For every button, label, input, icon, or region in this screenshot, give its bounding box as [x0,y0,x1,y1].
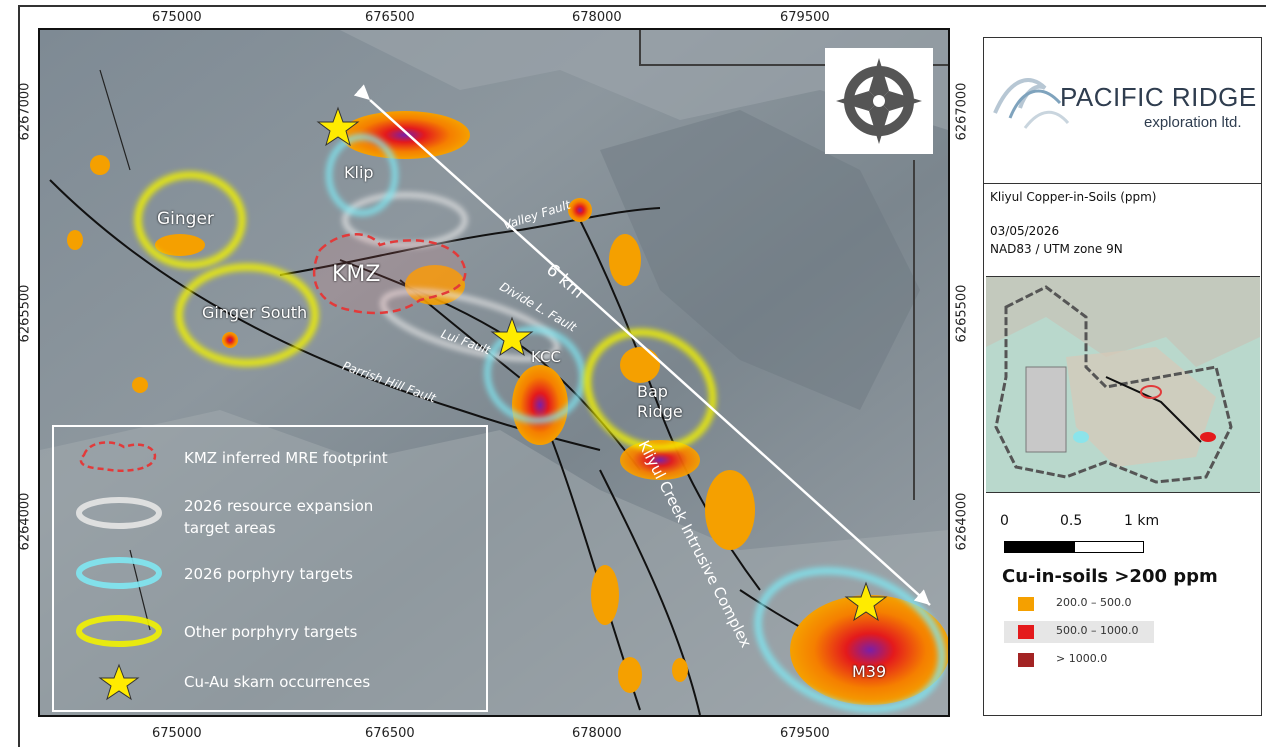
north-arrow-s [869,101,889,144]
legend-kmz-symbol [79,441,157,472]
legend-porphyry-2026-symbol [76,557,162,589]
legend-porphyry-2026: 2026 porphyry targets [54,551,486,599]
label-ginger-south: Ginger South [202,303,308,322]
scale-label-0: 0 [1000,513,1009,529]
legend-skarn: Cu-Au skarn occurrences [54,659,486,707]
anomaly-kliyul-3 [618,657,642,693]
map-date: 03/05/2026 [990,224,1060,238]
class-row-3: > 1000.0 [1004,649,1154,671]
y-coord-right-2: 6265500 [954,284,970,343]
skarn-star-m39 [844,581,888,622]
logo-title: Pacific Ridge [1060,82,1257,112]
other-target-ginger [134,171,246,269]
other-target-ginger-south [175,263,319,367]
class-label-3: > 1000.0 [1056,652,1108,665]
label-ridge: Ridge [637,402,683,421]
skarn-star-kcc [490,316,534,357]
minor-fault-1 [99,69,131,171]
inset-map[interactable] [986,276,1260,493]
x-coord-bottom-3: 678000 [572,726,622,741]
legend-resource-label-1: 2026 resource expansion [184,497,374,515]
class-row-1: 200.0 – 500.0 [1004,593,1154,615]
north-arrow-center [873,95,885,107]
x-coord-top-3: 678000 [572,10,622,25]
y-coord-left-3: 6264000 [17,492,33,551]
label-kcc: KCC [531,348,561,366]
y-coord-left-1: 6267000 [17,82,33,141]
map-info: Kliyul Copper-in-Soils (ppm) 03/05/2026 … [984,184,1261,274]
class-swatch-3 [1018,653,1034,667]
scale-label-05: 0.5 [1060,513,1083,529]
label-kmz: KMZ [332,262,381,287]
north-arrow-n [869,58,889,101]
legend-resource-symbol [76,497,162,529]
anomaly-kcc [512,365,568,445]
north-arrow-w [836,91,879,111]
legend-resource-label-2: target areas [184,519,276,537]
scale-bar [1004,541,1144,553]
legend-other-porphyry: Other porphyry targets [54,609,486,657]
anomaly-small-4 [222,332,238,348]
label-bap: Bap [637,382,668,401]
legend-other-porphyry-symbol [76,615,162,647]
label-klip: Klip [344,163,374,182]
class-label-1: 200.0 – 500.0 [1056,596,1132,609]
x-coord-top-2: 676500 [365,10,415,25]
anomaly-small-3 [132,377,148,393]
map-canvas [40,30,948,715]
class-swatch-2 [1018,625,1034,639]
label-ginger: Ginger [157,209,214,229]
x-coord-top-4: 679500 [780,10,830,25]
label-m39: M39 [852,662,887,681]
legend-resource: 2026 resource expansion target areas [54,489,486,537]
side-panel: Pacific Ridge exploration ltd. Kliyul Co… [983,37,1262,716]
company-logo-icon [993,78,1070,129]
anomaly-small-2 [67,230,83,250]
distance-arrow [353,84,931,606]
north-arrow-e [879,91,922,111]
skarn-star-klip [316,106,360,147]
legend-kmz-label: KMZ inferred MRE footprint [184,449,388,467]
scale-and-classes: 0 0.5 1 km Cu-in-soils >200 ppm 200.0 – … [984,493,1261,715]
legend-other-porphyry-label: Other porphyry targets [184,623,358,641]
scale-label-1km: 1 km [1124,513,1160,529]
class-swatch-1 [1018,597,1034,611]
anomaly-kliyul-4 [672,658,688,682]
y-coord-left-2: 6265500 [17,284,33,343]
anomaly-bap [620,347,660,383]
map-title: Kliyul Copper-in-Soils (ppm) [990,190,1157,204]
logo-subtitle: exploration ltd. [1144,114,1242,131]
y-coord-right-1: 6267000 [954,82,970,141]
inset-map-canvas [986,277,1260,492]
x-coord-bottom-2: 676500 [365,726,415,741]
class-row-2: 500.0 – 1000.0 [1004,621,1154,643]
class-label-2: 500.0 – 1000.0 [1056,624,1139,637]
legend-kmz: KMZ inferred MRE footprint [54,435,486,483]
anomaly-kliyul-2 [591,565,619,625]
logo-box: Pacific Ridge exploration ltd. [984,38,1261,184]
anomaly-divide [609,234,641,286]
x-coord-top-1: 675000 [152,10,202,25]
legend-porphyry-2026-label: 2026 porphyry targets [184,565,353,583]
legend-skarn-star-icon [98,663,140,701]
legend-skarn-label: Cu-Au skarn occurrences [184,673,371,691]
anomaly-ginger [155,234,205,256]
x-coord-bottom-4: 679500 [780,726,830,741]
anomaly-m39 [790,595,948,705]
map-projection: NAD83 / UTM zone 9N [990,242,1123,256]
map-legend: KMZ inferred MRE footprint 2026 resource… [52,425,488,712]
anomaly-kliyul-1 [705,470,755,550]
y-coord-right-3: 6264000 [954,492,970,551]
anomaly-small-1 [90,155,110,175]
x-coord-bottom-1: 675000 [152,726,202,741]
main-map[interactable]: Klip Ginger Ginger South KMZ KCC Bap Rid… [38,28,950,717]
classes-title: Cu-in-soils >200 ppm [1002,566,1218,587]
